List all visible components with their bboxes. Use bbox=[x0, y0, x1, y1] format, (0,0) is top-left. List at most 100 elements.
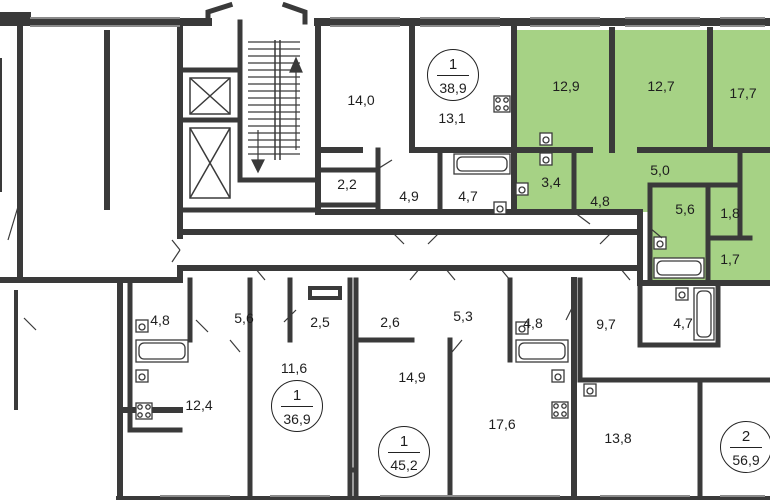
duct-box bbox=[308, 286, 342, 300]
stove-burner bbox=[495, 97, 501, 103]
door-swing bbox=[7, 199, 21, 241]
door-swing bbox=[619, 267, 631, 281]
room-area-label: 4,9 bbox=[399, 188, 419, 204]
flat-45-inner-walls bbox=[447, 277, 513, 500]
door-swing bbox=[229, 339, 241, 353]
room-area-label: 4,7 bbox=[673, 315, 693, 331]
sink-bowl bbox=[554, 373, 562, 381]
apartment-room-count: 1 bbox=[399, 433, 409, 450]
apartment-room-count: 1 bbox=[448, 56, 458, 73]
doors bbox=[7, 159, 663, 353]
stairs bbox=[248, 40, 303, 174]
stove-burner bbox=[145, 404, 151, 410]
room-area-label: 14,9 bbox=[398, 369, 426, 385]
windows bbox=[30, 17, 765, 497]
door-swing bbox=[171, 239, 181, 251]
highlight-wing-walls bbox=[647, 147, 753, 286]
room-area-label: 17,6 bbox=[488, 416, 516, 432]
sink-bowl bbox=[518, 186, 526, 194]
stove-burner bbox=[495, 105, 501, 111]
apartment-badge-divider bbox=[730, 447, 762, 448]
room-area-label: 4,7 bbox=[458, 188, 478, 204]
sink-bowl bbox=[138, 373, 146, 381]
stove-burner bbox=[561, 411, 567, 417]
elevator-large-icon bbox=[189, 127, 231, 199]
apartment-total-area: 56,9 bbox=[732, 452, 760, 468]
bath-47-walls bbox=[637, 280, 721, 348]
room-area-label: 2,2 bbox=[337, 176, 357, 192]
room-area-label: 5,6 bbox=[675, 201, 695, 217]
bottom-stub bbox=[347, 467, 359, 500]
flat-36-walls bbox=[187, 277, 253, 500]
flat-138-walls bbox=[637, 377, 770, 500]
stove-burner bbox=[137, 412, 143, 418]
room-area-label: 4,8 bbox=[590, 193, 610, 209]
window-top-3 bbox=[530, 17, 600, 27]
column-bottom-left bbox=[14, 290, 18, 410]
stove-burner bbox=[503, 97, 509, 103]
door-swing bbox=[649, 227, 663, 239]
room-area-label: 3,4 bbox=[541, 174, 561, 190]
room-area-label: 4,8 bbox=[523, 315, 543, 331]
window-top-5 bbox=[720, 17, 765, 27]
room-area-label: 1,7 bbox=[720, 251, 740, 267]
elevator-walls bbox=[177, 67, 321, 213]
columns bbox=[14, 30, 110, 410]
door-swing bbox=[565, 307, 573, 321]
sink-bowl bbox=[586, 387, 594, 395]
window-bottom-5 bbox=[720, 495, 765, 497]
bathtub-inner bbox=[138, 342, 186, 360]
apartment-total-area: 45,2 bbox=[390, 457, 418, 473]
door-swing bbox=[171, 249, 181, 263]
apartment-total-area: 36,9 bbox=[283, 411, 311, 427]
room-area-label: 14,0 bbox=[347, 92, 375, 108]
bathtub-inner bbox=[696, 290, 712, 338]
room-area-label: 17,7 bbox=[729, 85, 757, 101]
sink-bowl bbox=[138, 323, 146, 331]
door-swing bbox=[573, 211, 591, 225]
sink-bowl bbox=[542, 136, 550, 144]
apartment-badge-divider bbox=[437, 75, 469, 76]
flat1-bath-walls bbox=[375, 147, 443, 215]
window-bottom-1 bbox=[160, 495, 230, 497]
door-swing bbox=[499, 267, 511, 281]
sink-bowl bbox=[678, 291, 686, 299]
window-top-2 bbox=[420, 17, 500, 27]
door-swing bbox=[283, 309, 297, 323]
storage-walls bbox=[315, 167, 381, 208]
room-area-label: 5,3 bbox=[453, 308, 473, 324]
column-left bbox=[104, 30, 110, 210]
sink-bowl bbox=[518, 325, 526, 333]
room-area-label: 5,0 bbox=[650, 162, 670, 178]
room-area-label: 12,9 bbox=[552, 78, 580, 94]
room-area-label: 1,8 bbox=[720, 205, 740, 221]
window-top-left bbox=[30, 17, 180, 27]
bathtub-inner bbox=[456, 156, 508, 172]
door-swing bbox=[254, 267, 266, 281]
highlight-room-dividers bbox=[609, 27, 713, 153]
room-area-label: 2,5 bbox=[310, 314, 330, 330]
door-swing bbox=[391, 231, 405, 245]
apartment-room-count: 2 bbox=[741, 428, 751, 445]
door-swing bbox=[375, 159, 393, 171]
room-area-label: 2,6 bbox=[380, 314, 400, 330]
door-swing bbox=[195, 319, 209, 333]
flat-36-right-wall bbox=[287, 277, 353, 500]
flat1-walls bbox=[315, 19, 517, 153]
left-block-wall bbox=[0, 19, 183, 283]
highlight-rooms-top bbox=[514, 30, 770, 150]
bathtub-inner bbox=[518, 342, 566, 360]
window-bottom-2 bbox=[270, 495, 330, 497]
stove-burner bbox=[137, 404, 143, 410]
door-swing bbox=[599, 231, 613, 245]
elevator-large-cross bbox=[189, 127, 231, 199]
outer-wall-top-left bbox=[0, 12, 31, 25]
stove-burner bbox=[503, 105, 509, 111]
door-swing bbox=[409, 267, 421, 281]
room-area-label: 12,7 bbox=[647, 78, 675, 94]
